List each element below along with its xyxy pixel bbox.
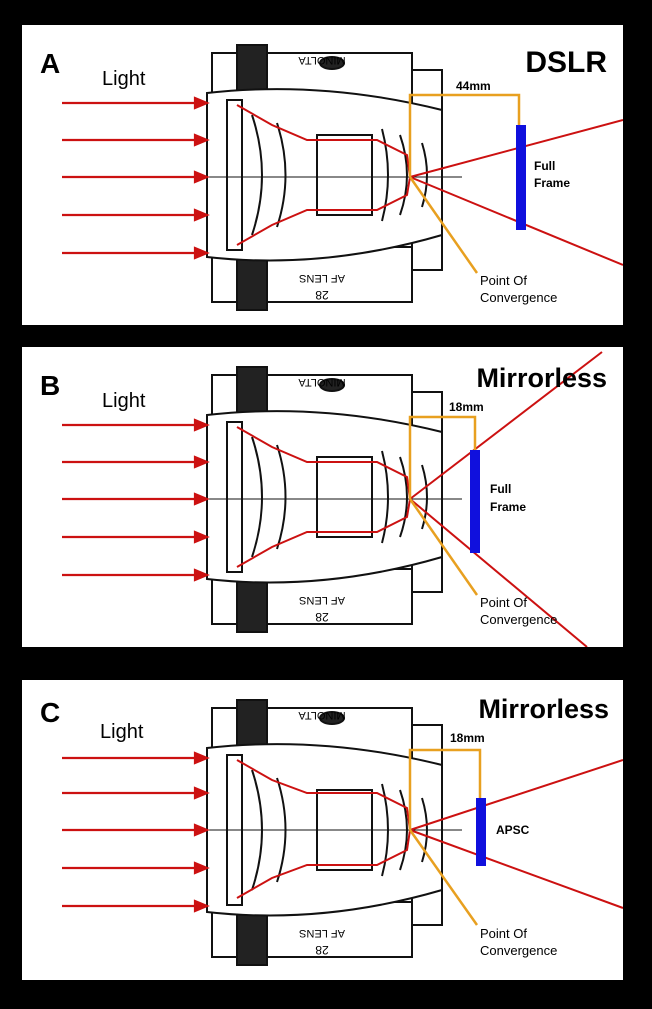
lens-element-2	[276, 122, 287, 228]
lens-illustration	[206, 699, 443, 966]
light-arrows	[62, 751, 210, 913]
sensor-bar	[476, 798, 486, 866]
sensor-label-1: APSC	[496, 823, 530, 837]
lens-element-group	[316, 134, 373, 216]
lens-front-element	[226, 99, 243, 251]
distance-bracket	[408, 748, 482, 926]
panel-b: MINOLTA AF LENS 28 B	[22, 347, 623, 647]
camera-type: DSLR	[525, 46, 607, 79]
lens-engraving-af: AF LENS	[299, 594, 345, 606]
camera-type: Mirrorless	[478, 694, 609, 724]
panel-c-drawing: MINOLTA AF LENS 28 C	[40, 694, 623, 966]
lens-engraving-28: 28	[315, 943, 329, 957]
convergence-label-2: Convergence	[480, 612, 557, 627]
lens-front-element	[226, 421, 243, 573]
convergence-label-1: Point Of	[480, 926, 527, 941]
panel-a-drawing: MINOLTA AF LENS 28	[40, 44, 623, 311]
distance-label: 18mm	[450, 731, 485, 745]
light-arrows	[62, 96, 210, 260]
camera-type: Mirrorless	[476, 363, 607, 393]
distance-label: 44mm	[456, 79, 491, 93]
ray-path	[236, 759, 623, 909]
lens-engraving-28: 28	[315, 288, 329, 302]
distance-bracket	[408, 415, 479, 596]
lens-logo-mark	[319, 56, 345, 70]
light-label: Light	[102, 68, 146, 90]
panel-letter: A	[40, 48, 60, 79]
lens-logo-mark	[319, 711, 345, 725]
lens-element-3	[381, 128, 389, 222]
lens-element-group	[316, 456, 373, 538]
convergence-label-1: Point Of	[480, 595, 527, 610]
panel-c: MINOLTA AF LENS 28 C	[22, 680, 623, 980]
panel-letter: C	[40, 697, 60, 728]
panel-letter: B	[40, 370, 60, 401]
lens-engraving-af: AF LENS	[299, 927, 345, 939]
sensor-bar	[470, 450, 480, 553]
lens-element-1	[251, 436, 263, 558]
convergence-label-2: Convergence	[480, 290, 557, 305]
lens-top-engraving: MINOLTA	[298, 54, 346, 66]
lens-illustration	[206, 366, 443, 633]
lens-element-5	[421, 142, 428, 208]
panel-b-drawing: MINOLTA AF LENS 28 B	[40, 351, 607, 647]
lens-top-engraving: MINOLTA	[298, 376, 346, 388]
lens-illustration	[206, 44, 443, 311]
lens-element-2	[276, 444, 287, 550]
ray-path	[236, 351, 603, 647]
distance-label: 18mm	[449, 400, 484, 414]
lens-element-3	[381, 450, 389, 544]
panel-a: MINOLTA AF LENS 28	[22, 25, 623, 325]
sensor-label-1: Full	[534, 159, 555, 173]
convergence-label-1: Point Of	[480, 273, 527, 288]
lens-engraving-28: 28	[315, 610, 329, 624]
distance-bracket	[408, 93, 521, 274]
lens-element-4	[399, 134, 408, 216]
lens-element-5	[421, 464, 428, 530]
lens-element-4	[399, 456, 408, 538]
sensor-label-1: Full	[490, 482, 511, 496]
sensor-label-2: Frame	[490, 500, 526, 514]
lens-engraving-af: AF LENS	[299, 272, 345, 284]
light-label: Light	[100, 721, 144, 743]
light-arrows	[62, 418, 210, 582]
lens-top-engraving: MINOLTA	[298, 709, 346, 721]
lens-logo-mark	[319, 378, 345, 392]
light-label: Light	[102, 390, 146, 412]
sensor-label-2: Frame	[534, 176, 570, 190]
lens-element-1	[251, 114, 263, 236]
convergence-label-2: Convergence	[480, 943, 557, 958]
sensor-bar	[516, 125, 526, 230]
